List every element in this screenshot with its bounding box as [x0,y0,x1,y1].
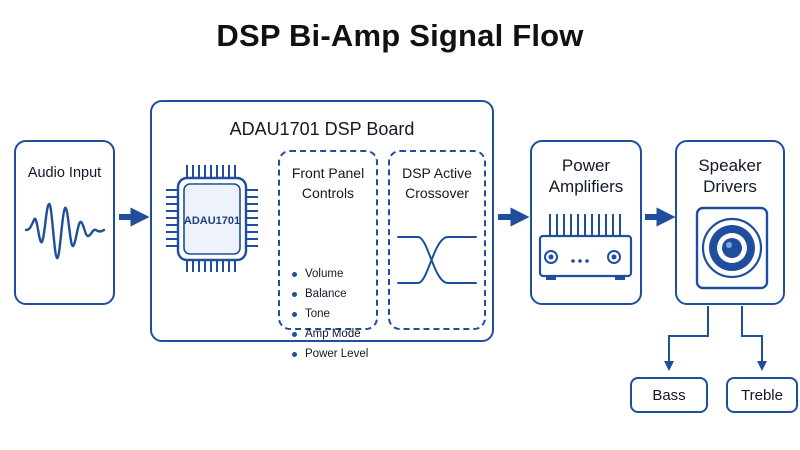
front-panel-control-label: Balance [305,288,347,300]
front-panel-control-item: Volume [292,264,368,284]
connector-to-treble [741,306,767,371]
crossover-label-line1: DSP Active [402,165,472,181]
power-amplifiers-label-line1: Power [561,156,611,175]
power-amplifier-icon [538,214,633,280]
front-panel-control-label: Tone [305,308,330,320]
front-panel-label-line2: Controls [301,185,355,201]
bullet-icon [292,351,297,357]
crossover-curves-icon [397,236,477,284]
front-panel-control-label: Volume [305,268,344,280]
bullet-icon [292,291,297,297]
audio-input-box: Audio Input [14,140,115,305]
bass-output-box: Bass [630,377,708,413]
speaker-drivers-label-line2: Drivers [703,177,757,196]
front-panel-control-label: Power Level [305,348,369,360]
crossover-box: DSP Active Crossover [388,150,486,330]
dsp-board-label: ADAU1701 DSP Board [229,119,415,139]
page-title: DSP Bi-Amp Signal Flow [216,18,584,53]
front-panel-control-item: Tone [292,304,368,324]
power-amplifiers-label-line2: Amplifiers [548,177,624,196]
dsp-chip-label: ADAU1701 [184,215,240,227]
front-panel-label-line1: Front Panel [291,165,365,181]
treble-output-label: Treble [741,387,783,404]
bass-output-label: Bass [652,387,686,404]
front-panel-control-item: Power Level [292,344,368,364]
audio-input-label: Audio Input [27,165,102,181]
bullet-icon [292,271,297,277]
speaker-icon [695,206,769,290]
front-panel-control-label: Amp Mode [305,328,361,340]
crossover-label-line2: Crossover [405,185,469,201]
front-panel-control-item: Balance [292,284,368,304]
dsp-chip-icon [166,165,258,272]
audio-waveform-icon [24,202,106,260]
front-panel-control-item: Amp Mode [292,324,368,344]
connector-to-bass [664,306,709,371]
bullet-icon [292,311,297,317]
speaker-drivers-label-line1: Speaker [698,156,762,175]
treble-output-box: Treble [726,377,798,413]
dsp-board-box: ADAU1701 DSP Board Front Panel Controls … [150,100,494,360]
bullet-icon [292,331,297,337]
